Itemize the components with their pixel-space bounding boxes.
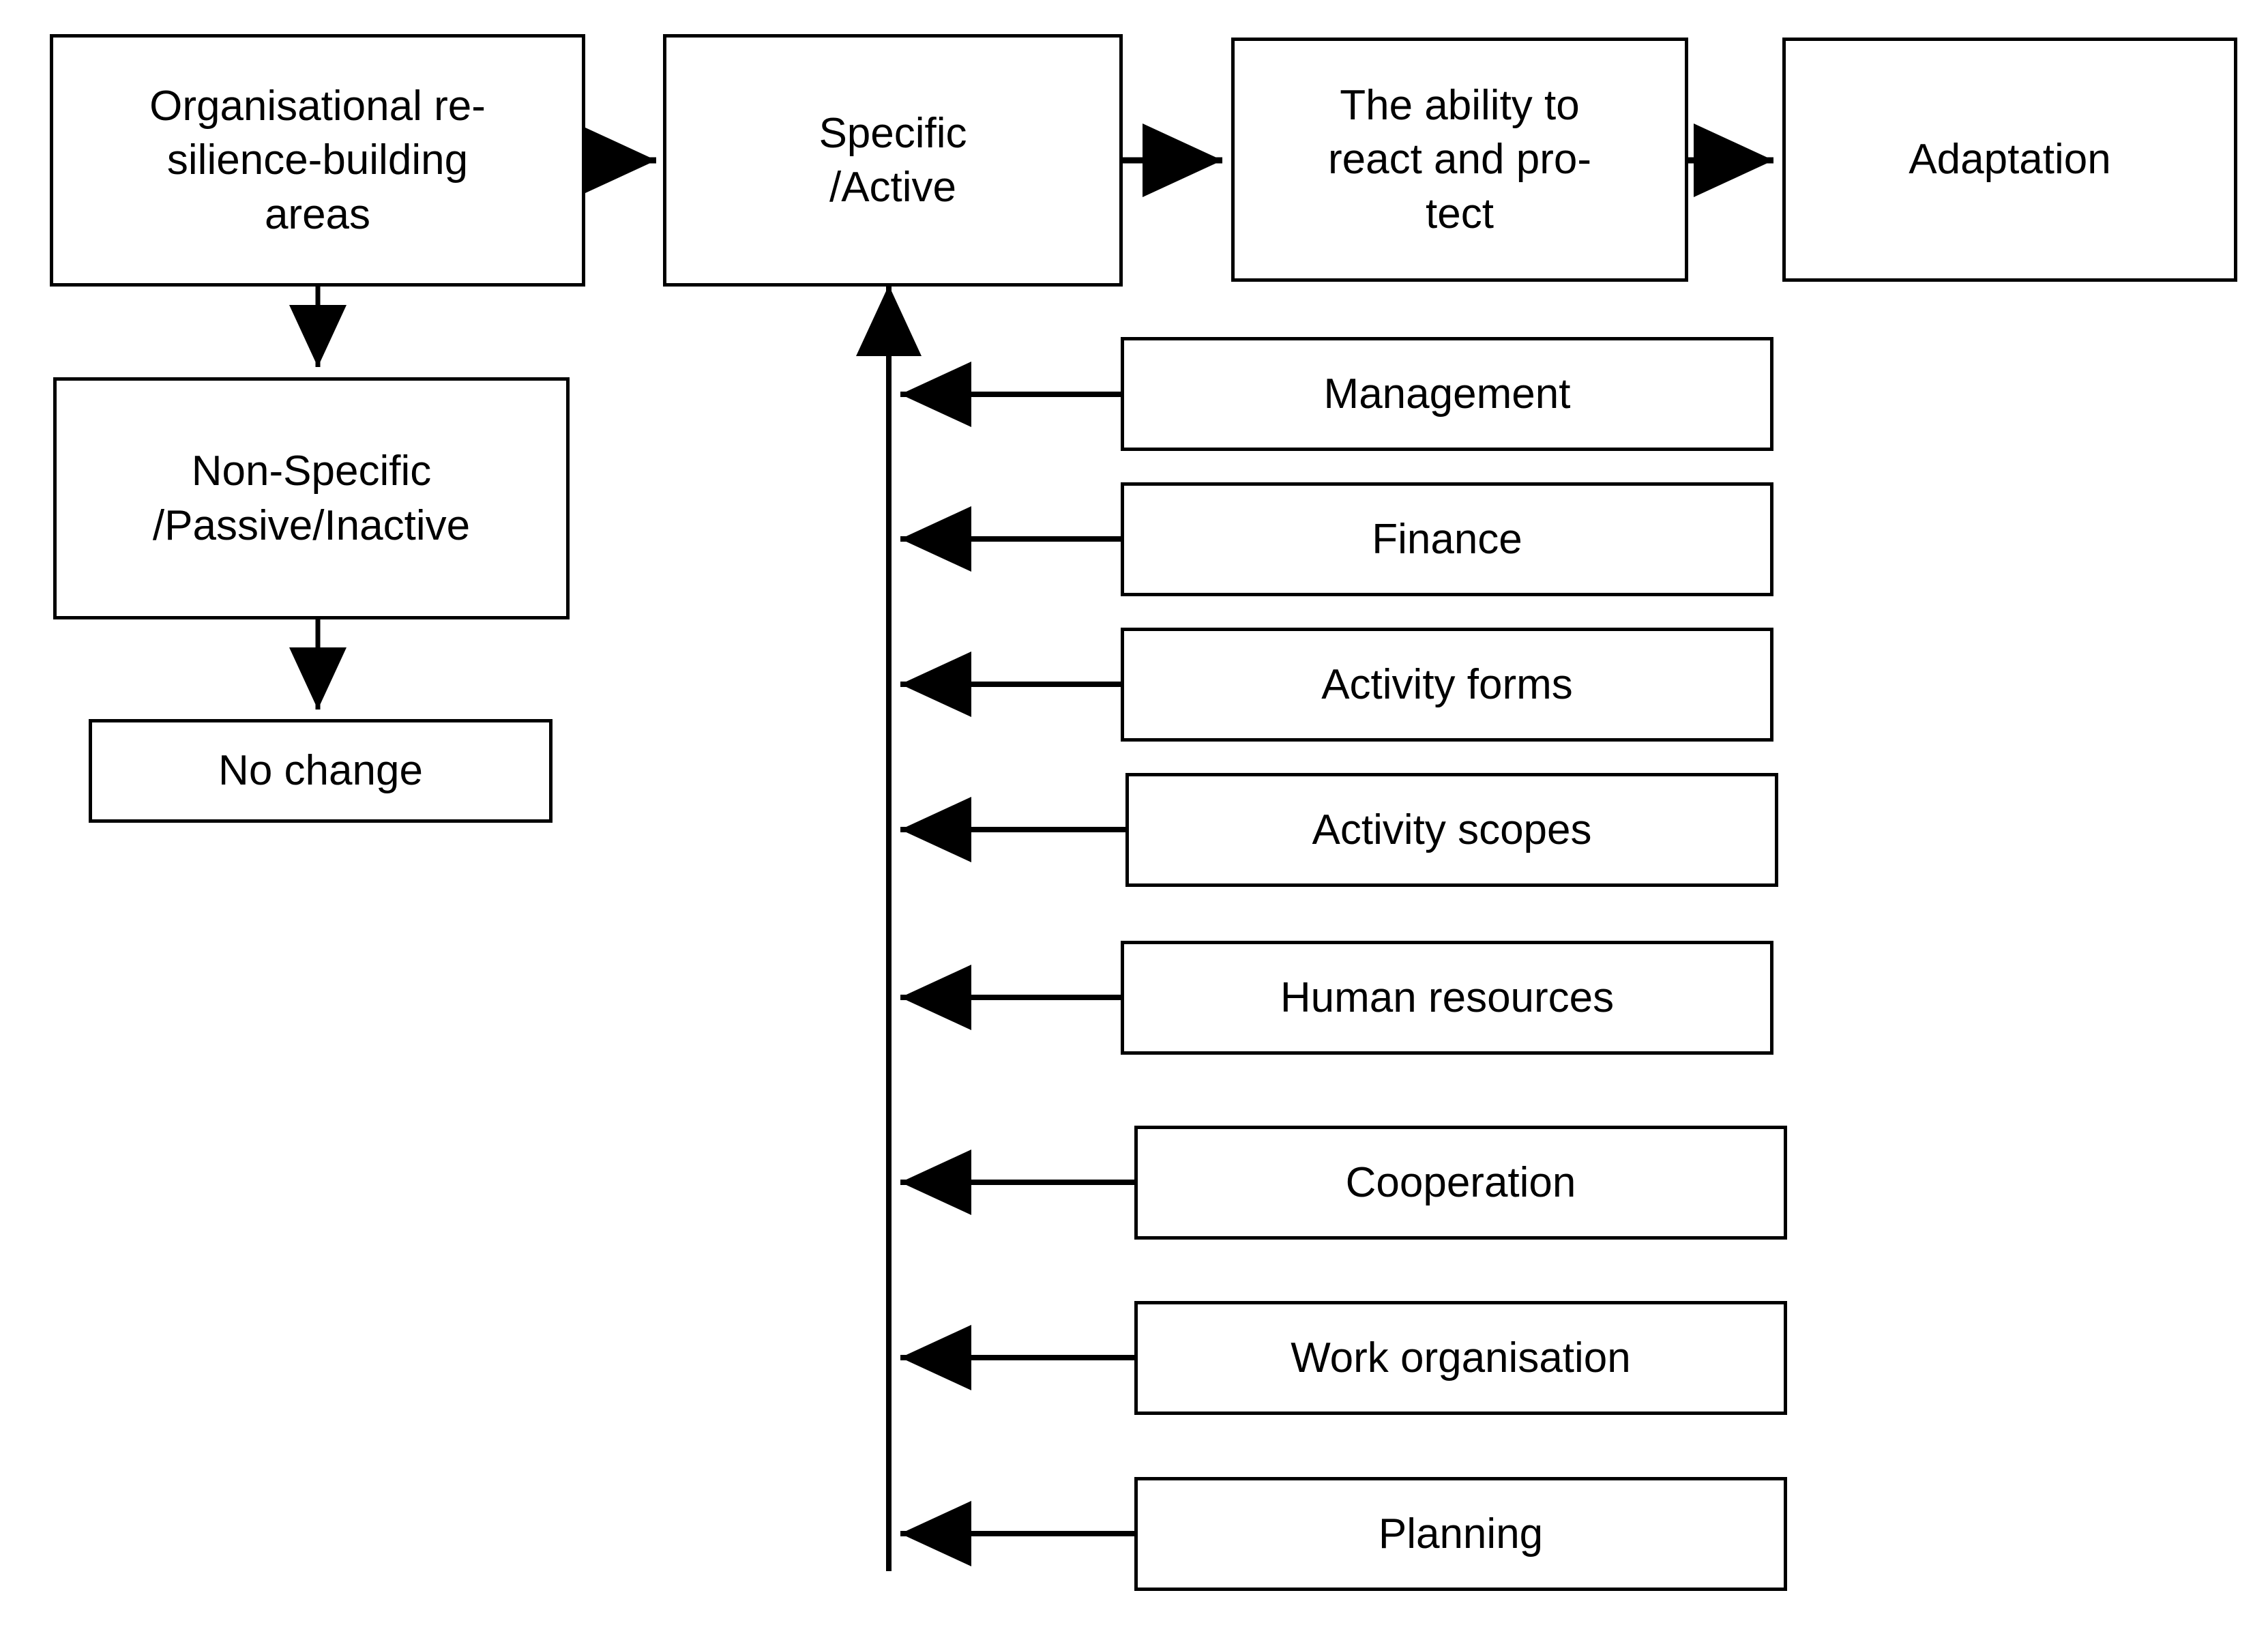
node-adaptation[interactable]: Adaptation [1782, 38, 2237, 282]
area-box-finance[interactable]: Finance [1121, 482, 1773, 596]
area-box-human-resources[interactable]: Human resources [1121, 941, 1773, 1055]
area-label: Cooperation [1345, 1158, 1576, 1206]
area-box-work-organisation[interactable]: Work organisation [1134, 1301, 1787, 1415]
node-label: Non-Specific /Passive/Inactive [152, 448, 471, 549]
node-specific-active[interactable]: Specific /Active [663, 34, 1123, 287]
area-box-cooperation[interactable]: Cooperation [1134, 1126, 1787, 1240]
area-label: Human resources [1280, 974, 1615, 1021]
node-organisational-resilience-building-areas[interactable]: Organisational re- silience-building are… [50, 34, 585, 287]
node-label: Adaptation [1909, 136, 2111, 184]
area-box-management[interactable]: Management [1121, 337, 1773, 451]
area-label: Activity forms [1321, 660, 1573, 708]
node-label: The ability to react and pro- tect [1328, 81, 1591, 237]
area-label: Management [1323, 370, 1571, 418]
area-label: Work organisation [1291, 1334, 1631, 1381]
node-label: Specific /Active [819, 109, 967, 211]
node-label: No change [218, 747, 423, 795]
area-label: Finance [1372, 515, 1522, 563]
area-label: Planning [1378, 1510, 1544, 1557]
area-box-planning[interactable]: Planning [1134, 1477, 1787, 1591]
node-ability-to-react-and-protect[interactable]: The ability to react and pro- tect [1231, 38, 1688, 282]
area-box-activity-scopes[interactable]: Activity scopes [1125, 773, 1778, 887]
area-label: Activity scopes [1312, 806, 1592, 853]
node-non-specific-passive-inactive[interactable]: Non-Specific /Passive/Inactive [53, 377, 570, 619]
area-box-activity-forms[interactable]: Activity forms [1121, 628, 1773, 742]
node-label: Organisational re- silience-building are… [149, 82, 486, 238]
node-no-change[interactable]: No change [89, 719, 553, 823]
